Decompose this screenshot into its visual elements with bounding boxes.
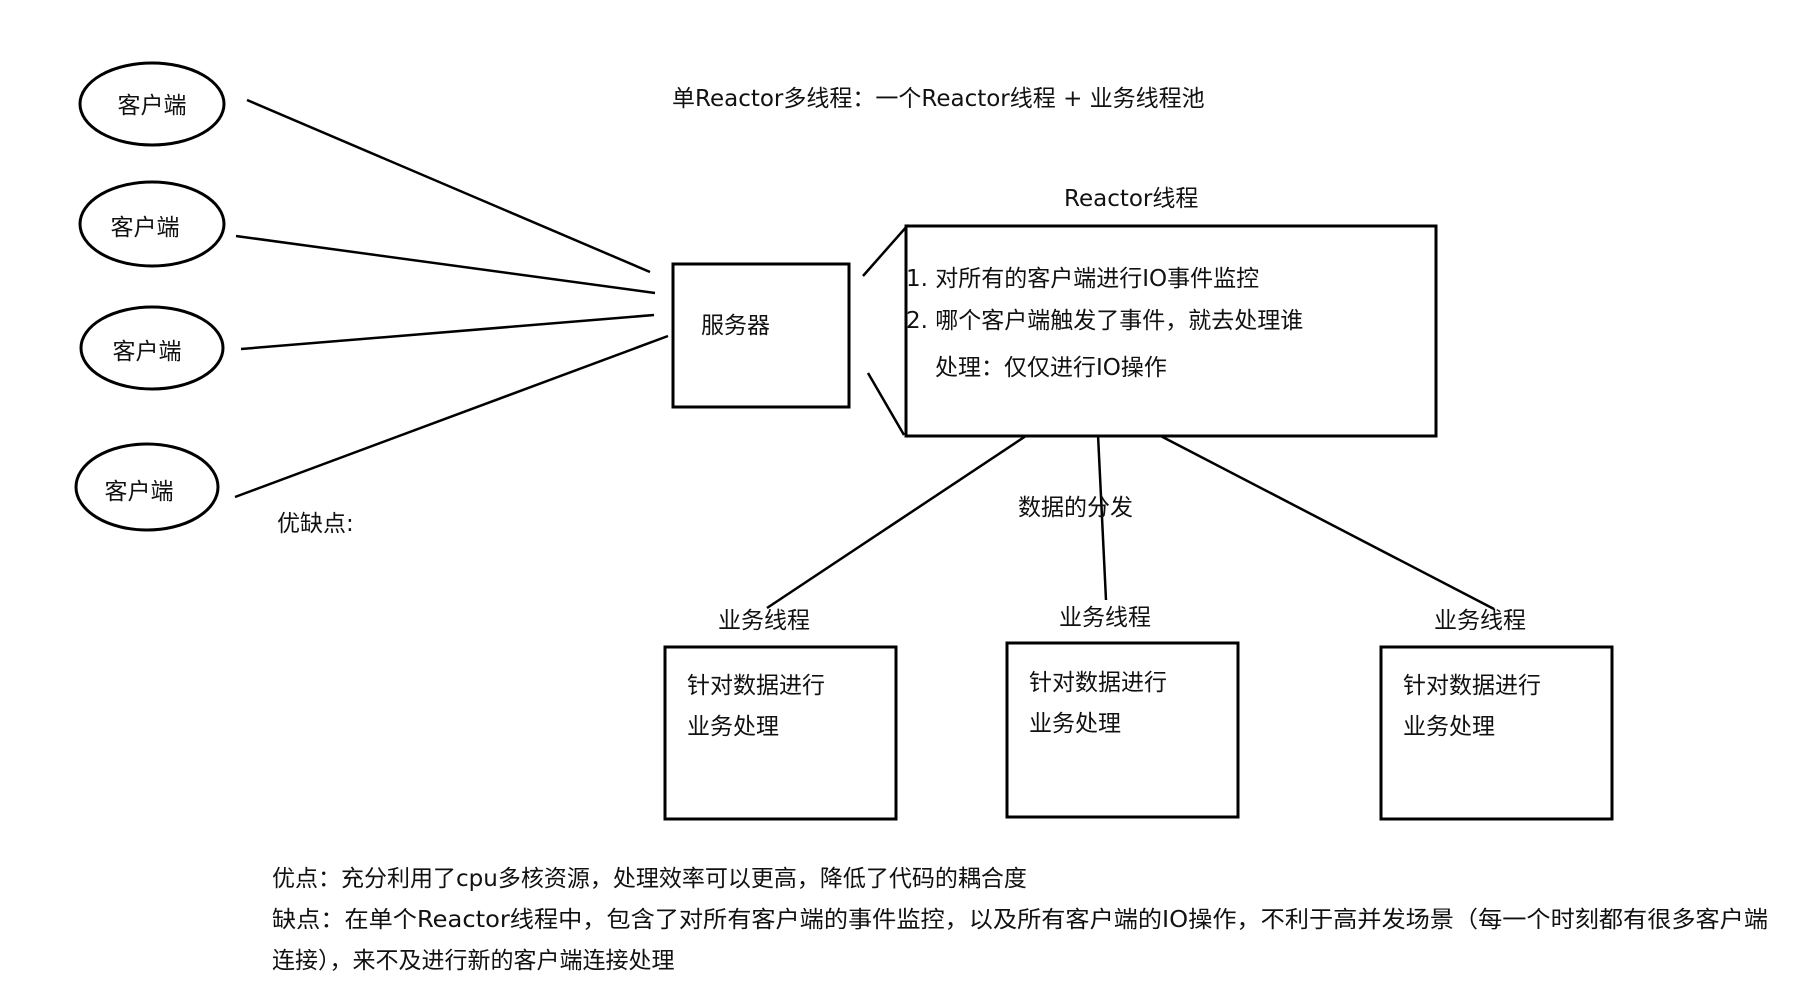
worker-text-line-2: 业务处理: [687, 714, 779, 740]
worker-box: [1379, 645, 1614, 821]
server-node: 服务器: [671, 262, 851, 409]
worker-text-line-1: 针对数据进行: [1403, 673, 1541, 699]
reactor-line-2: 2. 哪个客户端触发了事件，就去处理谁: [906, 308, 1303, 334]
worker-title: 业务线程: [1059, 605, 1151, 631]
reactor-line-1: 1. 对所有的客户端进行IO事件监控: [906, 266, 1259, 292]
worker-title: 业务线程: [1434, 608, 1526, 634]
worker-box: [663, 645, 898, 821]
client-server-connectors: [234, 98, 669, 499]
reactor-box: [904, 224, 1438, 438]
reactor-thread-node: Reactor线程 1. 对所有的客户端进行IO事件监控 2. 哪个客户端触发了…: [904, 186, 1438, 438]
client-node-1: 客户端: [78, 61, 226, 147]
connector-client-3: [240, 313, 655, 351]
reactor-worker-connectors: [766, 406, 1495, 611]
pros-text: 优点：充分利用了cpu多核资源，处理效率可以更高，降低了代码的耦合度: [272, 866, 1027, 892]
notes-section: 优点：充分利用了cpu多核资源，处理效率可以更高，降低了代码的耦合度 缺点：在单…: [272, 866, 1768, 974]
diagram-title: 单Reactor多线程：一个Reactor线程 + 业务线程池: [672, 86, 1205, 112]
reactor-line-3: 处理：仅仅进行IO操作: [935, 355, 1167, 381]
client-ellipse: [79, 305, 225, 391]
connector-worker-3: [1127, 417, 1495, 611]
server-reactor-connectors: [862, 224, 909, 436]
client-ellipse: [78, 61, 226, 147]
client-node-3: 客户端: [79, 305, 225, 391]
server-label: 服务器: [701, 313, 770, 339]
client-ellipse: [78, 180, 226, 268]
connector-server-reactor-bottom: [866, 372, 906, 436]
cons-text-line-2: 连接），来不及进行新的客户端连接处理: [272, 948, 675, 974]
client-label: 客户端: [118, 93, 187, 119]
connector-server-reactor-top: [862, 224, 909, 277]
worker-text-line-2: 业务处理: [1029, 711, 1121, 737]
client-label: 客户端: [105, 479, 174, 505]
cons-text-line-1: 缺点：在单个Reactor线程中，包含了对所有客户端的事件监控，以及所有客户端的…: [272, 907, 1768, 933]
client-label: 客户端: [113, 339, 182, 365]
client-node-2: 客户端: [78, 180, 226, 268]
connector-client-2: [235, 234, 656, 295]
pros-cons-heading: 优缺点:: [277, 511, 354, 537]
dispatch-label: 数据的分发: [1018, 495, 1133, 521]
connector-worker-1: [766, 406, 1069, 610]
worker-thread-node-2: 业务线程 针对数据进行 业务处理: [1005, 605, 1240, 819]
connector-client-4: [234, 334, 669, 499]
worker-box: [1005, 641, 1240, 819]
worker-text-line-2: 业务处理: [1403, 714, 1495, 740]
worker-title: 业务线程: [718, 608, 810, 634]
worker-thread-node-1: 业务线程 针对数据进行 业务处理: [663, 608, 898, 821]
connector-client-1: [246, 98, 651, 274]
worker-thread-node-3: 业务线程 针对数据进行 业务处理: [1379, 608, 1614, 821]
client-ellipse: [74, 442, 220, 532]
reactor-title: Reactor线程: [1064, 186, 1198, 212]
client-label: 客户端: [111, 215, 180, 241]
worker-text-line-1: 针对数据进行: [1029, 670, 1167, 696]
server-box: [671, 262, 851, 409]
client-node-4: 客户端: [74, 442, 220, 532]
connector-worker-2: [1095, 413, 1108, 601]
worker-text-line-1: 针对数据进行: [687, 673, 825, 699]
